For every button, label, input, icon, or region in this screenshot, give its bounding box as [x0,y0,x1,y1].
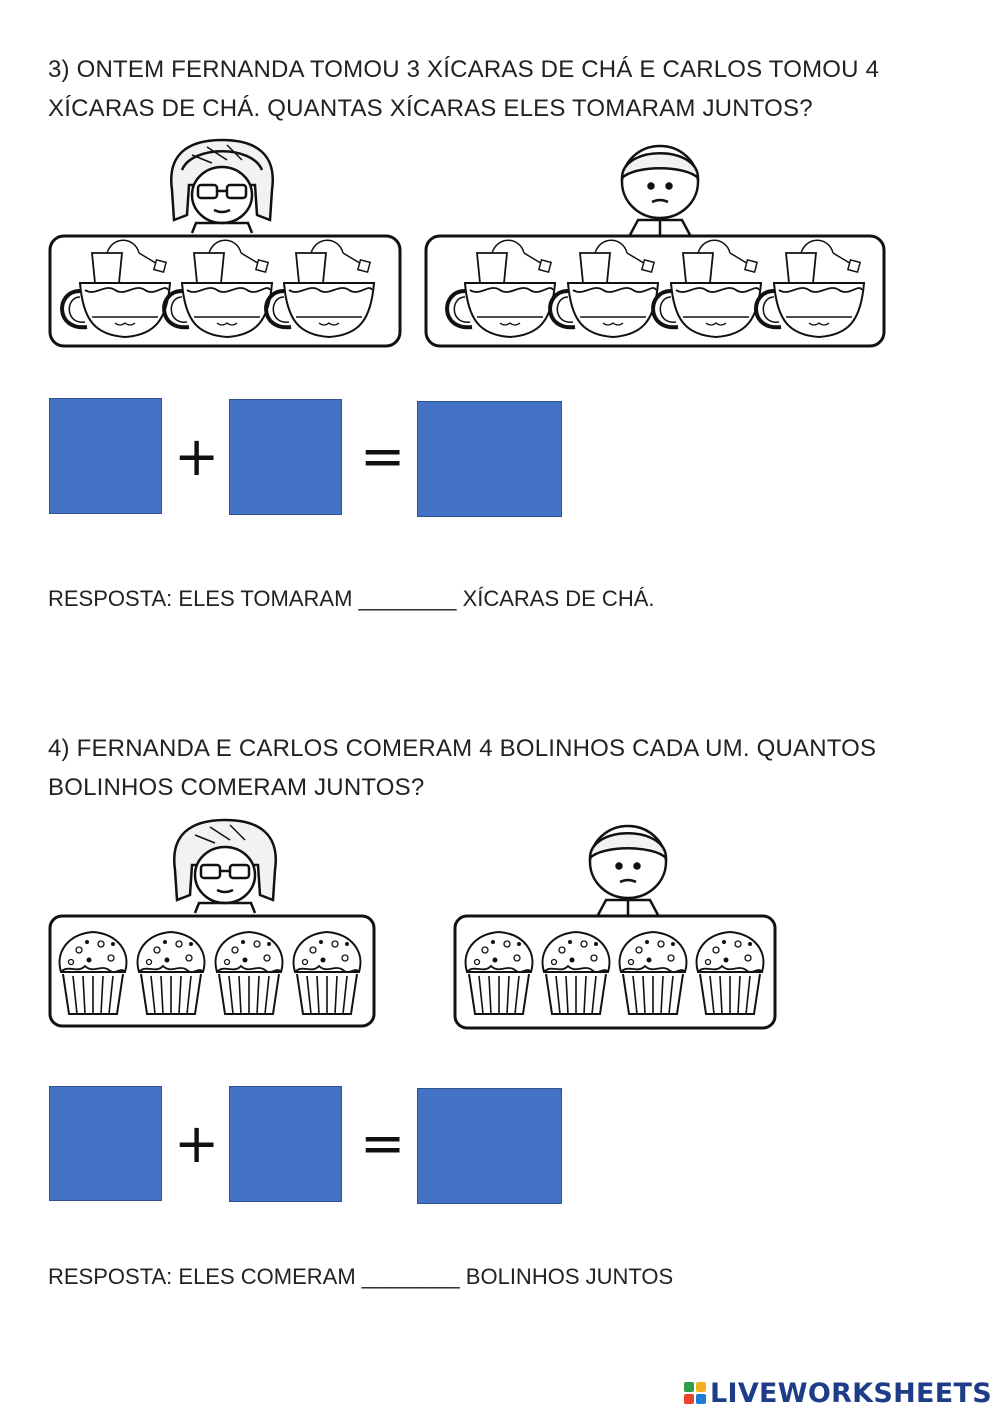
q3-answer-line: RESPOSTA: ELES TOMARAM ________ XÍCARAS … [48,586,655,612]
boy-figure [620,144,700,236]
q4-first-addend-box[interactable] [49,1086,162,1201]
q4-answer-blank[interactable]: ________ [361,1264,460,1289]
cupcake-icon [541,931,611,1015]
cupcake-icon [618,931,688,1015]
cupcake-icon [136,931,206,1015]
q4-answer-prefix: RESPOSTA: ELES COMERAM [48,1264,356,1289]
girl-figure [169,138,275,234]
cupcake-icon [214,931,284,1015]
girl-figure-2 [172,818,278,914]
question-4-illustration [48,818,777,1030]
girl-cupcakes-tray [48,914,376,1028]
question-3-text: 3) ONTEM FERNANDA TOMOU 3 XÍCARAS DE CHÁ… [48,56,880,122]
q3-answer-suffix: XÍCARAS DE CHÁ. [462,586,655,611]
cupcake-icon [292,931,362,1015]
q4-equals-sign: = [360,1112,406,1175]
q4-plus-sign: + [174,1112,220,1175]
boy-cupcakes-tray [453,914,777,1030]
q3-second-addend-box[interactable] [229,399,342,515]
logo-text: LIVEWORKSHEETS [709,1377,992,1409]
liveworksheets-logo[interactable]: LIVEWORKSHEETS [683,1376,992,1410]
q3-first-addend-box[interactable] [49,398,162,514]
cupcake-icon [58,931,128,1015]
question-3-illustration [48,138,886,348]
logo-badge-icon [683,1382,706,1404]
q4-second-addend-box[interactable] [229,1086,342,1202]
q3-answer-prefix: RESPOSTA: ELES TOMARAM [48,586,353,611]
q3-sum-box[interactable] [417,401,562,517]
q3-plus-sign: + [174,425,220,488]
cupcake-icon [695,931,765,1015]
cupcake-icon [464,931,534,1015]
boy-figure-2 [588,824,668,916]
q3-answer-blank[interactable]: ________ [358,586,457,611]
q4-answer-suffix: BOLINHOS JUNTOS [465,1264,674,1289]
q4-sum-box[interactable] [417,1088,562,1204]
q4-answer-line: RESPOSTA: ELES COMERAM ________ BOLINHOS… [48,1264,673,1290]
q3-equals-sign: = [360,425,406,488]
question-4-text: 4) FERNANDA E CARLOS COMERAM 4 BOLINHOS … [48,735,877,801]
